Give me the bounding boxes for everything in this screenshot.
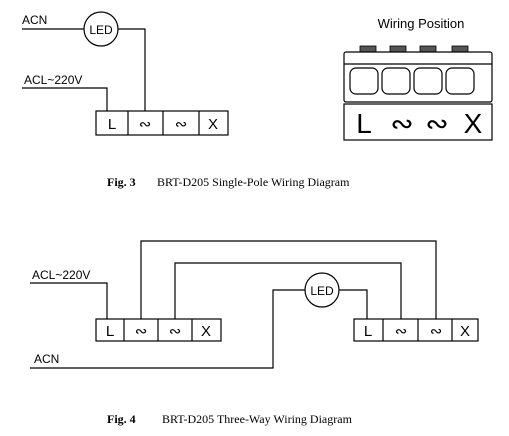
fig4-right-terminal-l: L xyxy=(364,323,372,340)
fig4-acn-wire xyxy=(30,289,305,369)
fig3-acl-wire xyxy=(22,87,108,111)
fig4-traveler-wire-outer xyxy=(140,240,437,319)
fig4-led-label: LED xyxy=(310,284,334,298)
fig4-left-terminal-traveler-1: ∾ xyxy=(135,323,148,340)
fig4-acl-wire xyxy=(30,282,108,319)
fig3-terminal-x: X xyxy=(208,116,218,133)
fig3-acn-label: ACN xyxy=(22,13,47,27)
fig4-left-terminal-traveler-2: ∾ xyxy=(169,323,182,340)
fig3-acl-label: ACL~220V xyxy=(24,73,82,87)
fig3-led-wire xyxy=(118,28,146,111)
fig3-terminal-l: L xyxy=(108,116,116,133)
fig4-led-to-right-l-wire xyxy=(339,289,368,319)
fig3-caption: Fig. 3 BRT-D205 Single-Pole Wiring Diagr… xyxy=(107,175,350,189)
fig3-terminal-traveler-2: ∾ xyxy=(175,116,188,133)
wiring-position-terminal-strip: L ∾ ∾ X xyxy=(343,103,493,141)
fig3-diagram: ACN LED ACL~220V L ∾ ∾ X xyxy=(22,11,229,136)
terminal-block-housing xyxy=(343,51,493,103)
fig3-caption-number: Fig. 3 xyxy=(107,175,136,189)
fig4-right-terminal-traveler-2: ∾ xyxy=(430,323,443,340)
wiring-position-block: Wiring Position L ∾ ∾ X xyxy=(343,16,493,141)
terminal-screws xyxy=(359,45,469,53)
fig3-led-label: LED xyxy=(89,23,113,37)
fig4-acl-label: ACL~220V xyxy=(32,268,90,282)
fig4-acn-label: ACN xyxy=(34,352,59,366)
fig3-terminal-traveler-1: ∾ xyxy=(139,116,152,133)
fig4-traveler-wire-inner xyxy=(174,262,402,319)
fig3-caption-text: BRT-D205 Single-Pole Wiring Diagram xyxy=(157,175,350,189)
wp-terminal-l: L xyxy=(356,108,372,139)
fig4-left-terminal-strip: L ∾ ∾ X xyxy=(95,318,222,342)
fig4-left-terminal-l: L xyxy=(106,323,114,340)
fig4-right-terminal-strip: L ∾ ∾ X xyxy=(353,318,479,342)
fig4-caption: Fig. 4 BRT-D205 Three-Way Wiring Diagram xyxy=(107,412,353,426)
fig3-terminal-strip: L ∾ ∾ X xyxy=(95,110,229,136)
wiring-position-title: Wiring Position xyxy=(378,16,465,31)
fig4-diagram: ACL~220V LED ACN L ∾ ∾ X L xyxy=(30,240,479,369)
fig4-left-terminal-x: X xyxy=(201,323,211,340)
fig4-right-terminal-x: X xyxy=(460,323,470,340)
wp-terminal-traveler-2: ∾ xyxy=(425,108,448,139)
wp-terminal-traveler-1: ∾ xyxy=(390,108,413,139)
fig4-caption-text: BRT-D205 Three-Way Wiring Diagram xyxy=(162,412,353,426)
fig4-caption-number: Fig. 4 xyxy=(107,412,136,426)
wp-terminal-x: X xyxy=(464,108,483,139)
fig4-right-terminal-traveler-1: ∾ xyxy=(395,323,408,340)
